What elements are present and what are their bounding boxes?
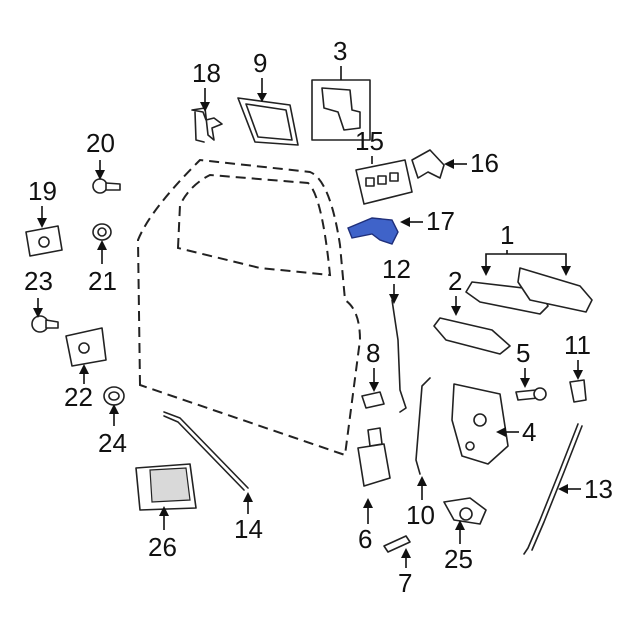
part-15-switch-panel — [355, 159, 413, 205]
callout-22: 22 — [64, 364, 93, 412]
part-5-bolt — [515, 387, 547, 401]
callout-label-3: 3 — [333, 36, 347, 66]
callout-label-16: 16 — [470, 148, 499, 178]
callout-label-25: 25 — [444, 544, 473, 574]
callout-label-24: 24 — [98, 428, 127, 458]
part-12-rod — [391, 299, 407, 413]
callout-7: 7 — [398, 548, 412, 598]
part-11-striker — [569, 379, 587, 403]
part-6-actuator — [357, 427, 391, 487]
callout-16: 16 — [444, 148, 499, 178]
part-10-rod — [415, 377, 431, 475]
callout-label-7: 7 — [398, 568, 412, 598]
door-outline — [136, 158, 362, 457]
callout-5: 5 — [516, 338, 530, 388]
part-4-latch — [451, 383, 509, 465]
part-24-bushing — [103, 386, 125, 406]
callout-label-14: 14 — [234, 514, 263, 544]
callout-18: 18 — [192, 58, 221, 112]
part-13-rod — [523, 423, 583, 555]
callout-24: 24 — [98, 404, 127, 458]
part-26-panel — [135, 463, 197, 511]
part-21-bushing — [92, 223, 112, 241]
callout-11: 11 — [564, 330, 591, 380]
callout-label-12: 12 — [382, 254, 411, 284]
part-20-bolt — [92, 178, 121, 194]
callout-4: 4 — [496, 417, 536, 447]
callout-1: 1 — [481, 220, 571, 276]
callout-label-1: 1 — [500, 220, 514, 250]
callout-15: 15 — [355, 126, 384, 164]
callout-label-2: 2 — [448, 266, 462, 296]
callout-label-18: 18 — [192, 58, 221, 88]
callout-label-17: 17 — [426, 206, 455, 236]
callout-label-15: 15 — [355, 126, 384, 156]
callout-8: 8 — [366, 338, 380, 392]
part-16-clip — [411, 149, 445, 179]
callout-label-23: 23 — [24, 266, 53, 296]
part-22-hinge — [65, 327, 107, 367]
callout-label-4: 4 — [522, 417, 536, 447]
callout-3: 3 — [333, 36, 347, 80]
part-17-highlighted — [347, 217, 399, 245]
part-8-clip — [361, 391, 385, 409]
callout-21: 21 — [88, 240, 117, 296]
part-23-bolt — [31, 315, 59, 333]
callout-label-6: 6 — [358, 524, 372, 554]
callout-10: 10 — [406, 476, 435, 530]
callout-label-11: 11 — [564, 330, 591, 360]
part-9-bezel — [237, 97, 299, 146]
callout-23: 23 — [24, 266, 53, 318]
callout-label-9: 9 — [253, 48, 267, 78]
callout-label-13: 13 — [584, 474, 613, 504]
part-2-inner-handle — [433, 317, 511, 355]
part-14-rod — [163, 411, 249, 491]
callout-6: 6 — [358, 498, 373, 554]
callout-17: 17 — [400, 206, 455, 236]
callout-25: 25 — [444, 520, 473, 574]
callout-13: 13 — [558, 474, 613, 504]
callout-label-8: 8 — [366, 338, 380, 368]
callout-label-5: 5 — [516, 338, 530, 368]
callout-26: 26 — [148, 506, 177, 562]
callout-19: 19 — [28, 176, 57, 228]
part-1-handles — [465, 267, 593, 315]
callout-9: 9 — [253, 48, 267, 102]
part-7-pin — [383, 535, 411, 553]
callout-label-10: 10 — [406, 500, 435, 530]
callout-label-21: 21 — [88, 266, 117, 296]
callout-20: 20 — [86, 128, 115, 180]
callout-2: 2 — [448, 266, 462, 316]
callout-label-19: 19 — [28, 176, 57, 206]
part-18-bracket — [191, 107, 223, 143]
part-19-hinge — [25, 225, 63, 257]
callout-14: 14 — [234, 492, 263, 544]
callout-label-22: 22 — [64, 382, 93, 412]
callout-label-26: 26 — [148, 532, 177, 562]
callout-label-20: 20 — [86, 128, 115, 158]
part-25-motor — [443, 497, 487, 525]
callout-12: 12 — [382, 254, 411, 304]
